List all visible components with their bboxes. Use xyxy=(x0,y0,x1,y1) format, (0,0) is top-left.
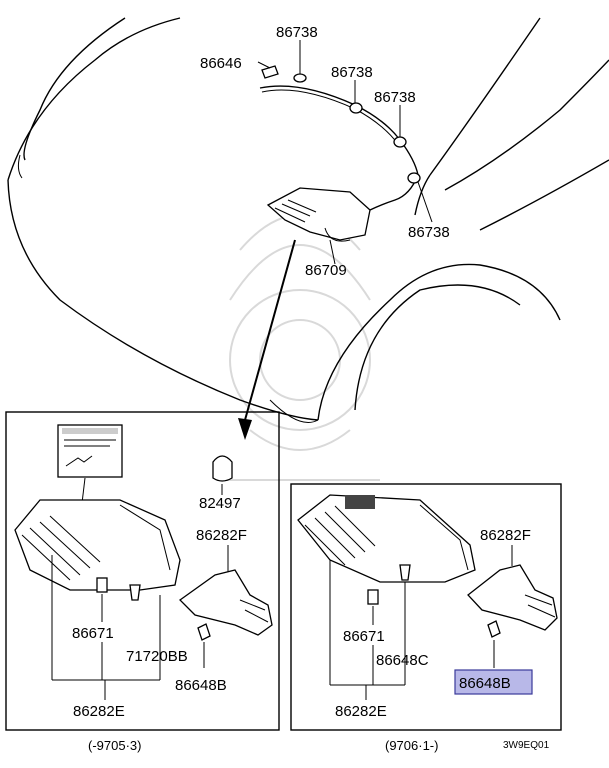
left-detail-box xyxy=(5,411,280,731)
washer-tank-right xyxy=(297,494,476,583)
check-valve-left xyxy=(197,623,211,641)
nozzle-right xyxy=(467,564,558,631)
detail-arrow xyxy=(238,239,296,440)
nozzle-left xyxy=(178,569,273,636)
clip-1 xyxy=(293,73,307,83)
screw-top xyxy=(261,65,279,79)
diagram-code: 3W9EQ01 xyxy=(503,740,550,751)
label-harness-top: 86709 xyxy=(305,262,347,279)
label-tank-right: 86282E xyxy=(335,703,387,720)
caption-right-range: (9706·1-) xyxy=(385,738,438,753)
label-nozzle-right: 86282F xyxy=(480,527,531,544)
caption-left-range: (-9705·3) xyxy=(88,738,141,753)
label-clip-3: 86738 xyxy=(374,89,416,106)
grommet xyxy=(212,455,233,482)
watermark-emblem xyxy=(220,214,380,481)
label-check-valve-left: 86648B xyxy=(175,677,227,694)
label-screw-top: 86646 xyxy=(200,55,242,72)
check-valve-right xyxy=(487,620,501,638)
car-body-outline xyxy=(7,17,609,423)
clip-4 xyxy=(407,172,421,184)
nozzle-top xyxy=(266,187,371,241)
clip-2 xyxy=(349,102,363,114)
label-hose-right: 86671 xyxy=(343,628,385,645)
label-clip-2: 86738 xyxy=(331,64,373,81)
right-detail-box xyxy=(290,483,562,731)
label-hose-left: 86671 xyxy=(72,625,114,642)
label-nozzle-left: 86282F xyxy=(196,527,247,544)
label-clip-1: 86738 xyxy=(276,24,318,41)
label-tank-left: 86282E xyxy=(73,703,125,720)
top-leaders xyxy=(257,40,433,265)
hose-right xyxy=(367,589,379,605)
highlight-box xyxy=(454,669,533,695)
clip-3 xyxy=(393,136,407,148)
label-grommet: 82497 xyxy=(199,495,241,512)
label-clip-4: 86738 xyxy=(408,224,450,241)
washer-tank-left xyxy=(14,499,181,591)
washer-tube-assembly xyxy=(259,65,421,242)
label-tank-fitting: 86648C xyxy=(376,652,429,669)
label-check-valve-right: 86648B xyxy=(459,675,511,692)
label-bracket: 71720BB xyxy=(126,648,188,665)
hose-left xyxy=(96,577,108,593)
